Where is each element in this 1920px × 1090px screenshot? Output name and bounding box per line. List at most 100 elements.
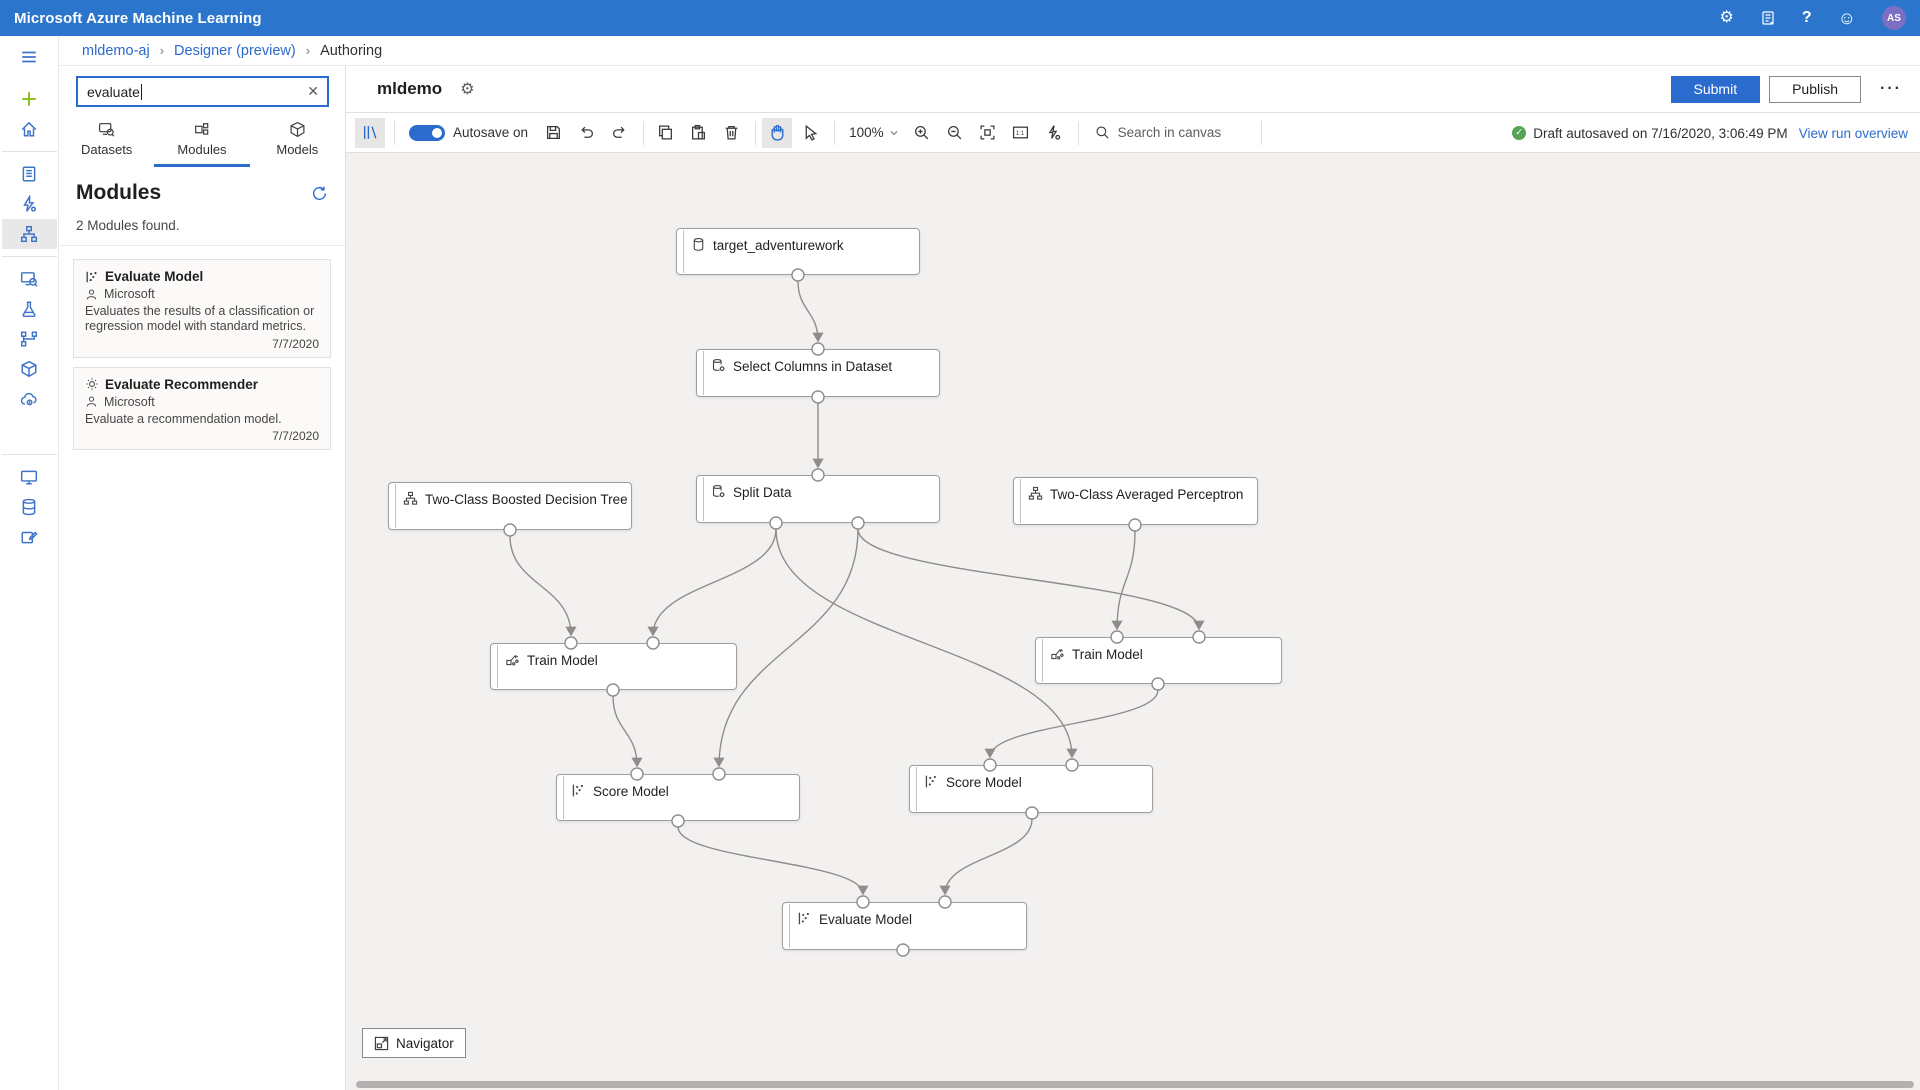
user-avatar[interactable]: AS [1882, 6, 1906, 30]
pipeline-node-split[interactable]: Split Data [696, 475, 940, 523]
nav-menu-button[interactable] [2, 42, 57, 72]
feedback-smiley-icon[interactable]: ☺ [1837, 8, 1856, 28]
more-options-icon[interactable]: ··· [1880, 80, 1902, 97]
train-icon [1050, 646, 1065, 661]
navigator-icon [374, 1036, 389, 1051]
nav-designer-button[interactable] [1, 219, 57, 249]
pipeline-edge[interactable] [797, 280, 824, 343]
tab-models[interactable]: Models [250, 115, 345, 167]
delete-button[interactable] [716, 118, 746, 148]
dataset-search-icon [20, 270, 38, 288]
canvas-search-placeholder: Search in canvas [1117, 125, 1222, 140]
refresh-icon[interactable] [311, 185, 328, 202]
navigator-button[interactable]: Navigator [362, 1028, 466, 1058]
zoom-in-button[interactable] [907, 118, 937, 148]
pipeline-node-tcbdt[interactable]: Two-Class Boosted Decision Tree [388, 482, 632, 530]
select-cursor-button[interactable] [795, 118, 825, 148]
pipeline-node-tcap[interactable]: Two-Class Averaged Perceptron [1013, 477, 1258, 525]
pipeline-edge[interactable] [984, 689, 1159, 759]
pipeline-edge[interactable] [509, 535, 577, 637]
breadcrumb-workspace[interactable]: mldemo-aj [82, 42, 150, 59]
copy-button[interactable] [650, 118, 680, 148]
submit-button[interactable]: Submit [1670, 75, 1761, 103]
pipeline-edge[interactable] [612, 695, 643, 768]
nav-automated-ml-button[interactable] [2, 189, 57, 219]
nav-pipelines-button[interactable] [2, 324, 57, 354]
pipeline-settings-gear-icon[interactable]: ⚙ [460, 81, 475, 98]
dataset-icon [691, 237, 706, 252]
clear-search-icon[interactable]: ✕ [307, 83, 319, 99]
labeling-pencil-icon [20, 528, 38, 546]
horizontal-scrollbar[interactable] [356, 1081, 1914, 1088]
scatter-icon [797, 911, 812, 926]
fit-to-screen-button[interactable] [973, 118, 1003, 148]
nav-data-labeling-button[interactable] [2, 522, 57, 552]
pipeline-edge[interactable] [647, 528, 777, 637]
breadcrumb-authoring: Authoring [320, 42, 383, 59]
pipeline-edge[interactable] [677, 826, 869, 896]
nav-endpoints-button[interactable] [2, 384, 57, 414]
node-label: Select Columns in Dataset [733, 359, 893, 374]
module-card-evaluate-recommender[interactable]: Evaluate Recommender Microsoft Evaluate … [73, 366, 331, 450]
tab-datasets[interactable]: Datasets [59, 115, 154, 167]
pipeline-edge[interactable] [939, 818, 1033, 896]
pipeline-node-scoreR[interactable]: Score Model [909, 765, 1153, 813]
pipeline-node-selcol[interactable]: Select Columns in Dataset [696, 349, 940, 397]
pipeline-edge[interactable] [713, 528, 859, 768]
nav-home-button[interactable] [2, 114, 57, 144]
chevron-right-icon: › [159, 43, 165, 58]
undo-button[interactable] [571, 118, 601, 148]
navigator-label: Navigator [396, 1035, 454, 1051]
pipeline-edge[interactable] [857, 528, 1205, 631]
actual-size-button[interactable]: 1:1 [1006, 118, 1036, 148]
svg-text:1:1: 1:1 [1016, 131, 1025, 137]
node-label: Evaluate Model [819, 912, 913, 927]
pipeline-node-target[interactable]: target_adventurework [676, 228, 920, 275]
modules-tab-icon [193, 121, 210, 138]
results-count: 2 Modules found. [76, 218, 180, 233]
canvas-search-input[interactable]: Search in canvas [1095, 125, 1245, 140]
nav-compute-button[interactable] [2, 462, 57, 492]
card-title: Evaluate Recommender [105, 376, 259, 392]
save-button[interactable] [538, 118, 568, 148]
app-title: Microsoft Azure Machine Learning [14, 9, 262, 27]
autosave-toggle[interactable] [409, 124, 445, 141]
pipeline-edge[interactable] [775, 528, 1078, 759]
pipeline-node-trainR[interactable]: Train Model [1035, 637, 1282, 684]
search-value: evaluate [87, 83, 140, 100]
run-settings-button[interactable] [1039, 118, 1069, 148]
pan-hand-button[interactable] [762, 117, 793, 148]
designer-flowchart-icon [20, 225, 38, 243]
text-caret [140, 83, 142, 100]
redo-button[interactable] [604, 118, 634, 148]
app-header: Microsoft Azure Machine Learning ⚙ ? ☺ A… [0, 0, 1920, 36]
nav-experiments-button[interactable] [2, 294, 57, 324]
paste-button[interactable] [683, 118, 713, 148]
nav-models-button[interactable] [2, 354, 57, 384]
tab-label: Models [276, 142, 319, 157]
release-notes-icon[interactable] [1760, 10, 1776, 26]
autosave-statusbar: Draft autosaved on 7/16/2020, 3:06:49 PM… [1512, 113, 1908, 153]
nav-datastores-button[interactable] [2, 492, 57, 522]
nav-notebooks-button[interactable] [2, 159, 57, 189]
nav-new-button[interactable] [2, 84, 57, 114]
view-run-overview-link[interactable]: View run overview [1798, 125, 1908, 141]
publish-button[interactable]: Publish [1769, 75, 1862, 103]
palette-search-input[interactable]: evaluate ✕ [76, 76, 329, 107]
pipeline-node-trainL[interactable]: Train Model [490, 643, 737, 690]
nav-datasets-button[interactable] [2, 264, 57, 294]
settings-gear-icon[interactable]: ⚙ [1719, 9, 1734, 26]
tab-modules[interactable]: Modules [154, 115, 250, 167]
zoom-value: 100% [849, 125, 884, 140]
module-card-evaluate-model[interactable]: Evaluate Model Microsoft Evaluates the r… [73, 259, 331, 358]
pipeline-node-eval[interactable]: Evaluate Model [782, 902, 1027, 950]
pipeline-edge[interactable] [1111, 530, 1136, 631]
module-palette-toggle-button[interactable] [355, 117, 385, 148]
zoom-level-dropdown[interactable]: 100% [849, 125, 899, 140]
pipeline-branch-icon [20, 330, 38, 348]
zoom-out-button[interactable] [940, 118, 970, 148]
breadcrumb-designer[interactable]: Designer (preview) [174, 42, 296, 59]
help-icon[interactable]: ? [1801, 9, 1812, 26]
pipeline-node-scoreL[interactable]: Score Model [556, 774, 800, 821]
